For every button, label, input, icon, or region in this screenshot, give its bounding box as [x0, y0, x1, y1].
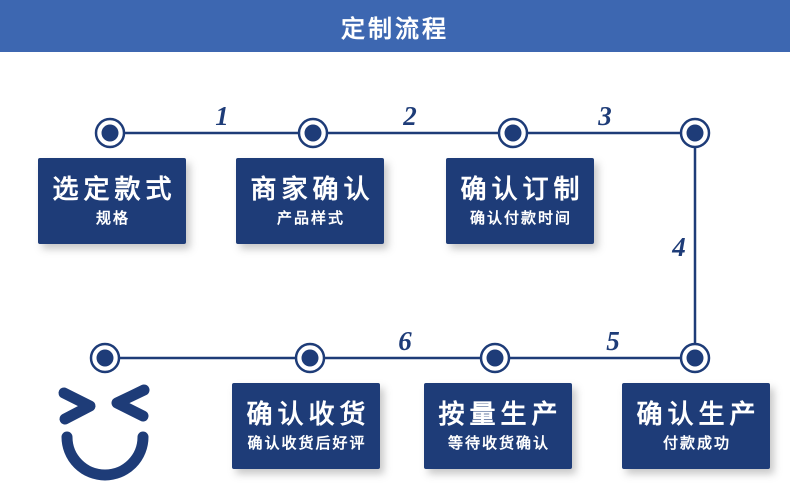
step-title: 确认收货 — [246, 398, 371, 429]
step-subtitle: 规格 — [95, 209, 130, 227]
connector-number-6: 6 — [398, 326, 412, 356]
step-subtitle: 产品样式 — [276, 209, 345, 227]
step-box-confirm-production: 确认生产 付款成功 — [622, 383, 770, 469]
smiley-right-eye — [111, 384, 150, 422]
connector-number-2: 2 — [403, 101, 417, 131]
step-title: 选定款式 — [52, 173, 177, 204]
header-banner: 定制流程 — [0, 0, 790, 52]
winking-smiley-icon — [58, 384, 150, 481]
step-box-confirm-order: 确认订制 确认付款时间 — [446, 158, 594, 244]
step-subtitle: 付款成功 — [662, 434, 731, 452]
step-title: 商家确认 — [250, 173, 375, 204]
step-subtitle: 确认付款时间 — [469, 209, 572, 227]
step-title: 确认生产 — [636, 398, 761, 429]
connector-number-3: 3 — [598, 101, 612, 131]
step-box-confirm-receipt: 确认收货 确认收货后好评 — [232, 383, 380, 469]
step-subtitle: 确认收货后好评 — [247, 434, 367, 452]
connector-number-5: 5 — [606, 326, 620, 356]
step-box-merchant-confirm: 商家确认 产品样式 — [236, 158, 384, 244]
step-title: 确认订制 — [460, 173, 585, 204]
connector-number-4: 4 — [672, 232, 686, 262]
step-box-select-style: 选定款式 规格 — [38, 158, 186, 244]
connector-number-1: 1 — [215, 101, 229, 131]
smiley-left-eye — [58, 387, 96, 425]
step-box-production-by-quantity: 按量生产 等待收货确认 — [424, 383, 572, 469]
page-title: 定制流程 — [341, 15, 449, 43]
smiley-mouth — [61, 431, 149, 481]
step-subtitle: 等待收货确认 — [447, 434, 550, 452]
step-title: 按量生产 — [438, 398, 563, 429]
